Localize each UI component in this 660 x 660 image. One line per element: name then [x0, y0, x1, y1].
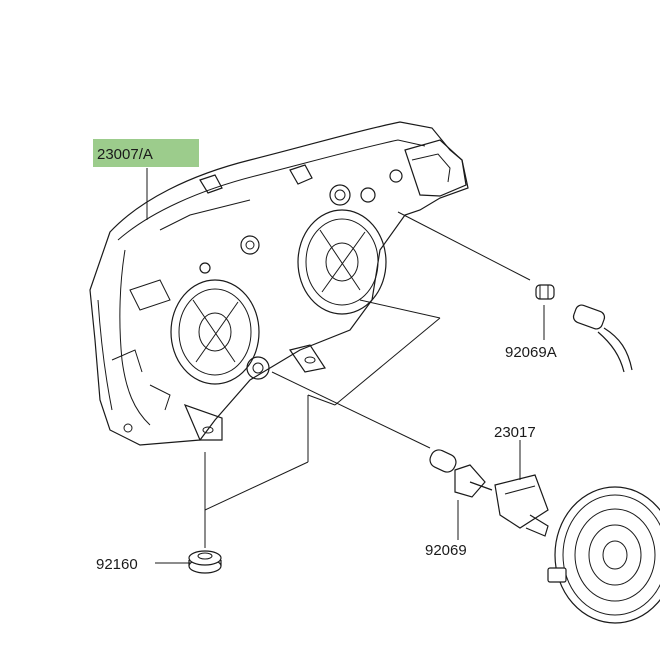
position-bulb: [535, 284, 555, 300]
part-label-23007-a[interactable]: 23007/A: [97, 146, 153, 163]
part-label-92069[interactable]: 92069: [425, 542, 467, 559]
headlight-bulb: [429, 449, 493, 498]
grommet: [188, 550, 222, 574]
part-label-highlight: [93, 139, 199, 167]
part-label-92160[interactable]: 92160: [96, 556, 138, 573]
part-labels: 23007/A 92069A 23017 92069 92160: [93, 139, 557, 573]
leader-lines: [146, 168, 545, 564]
part-label-23017[interactable]: 23017: [494, 424, 536, 441]
lamp-cover: [547, 486, 660, 624]
position-socket: [572, 304, 633, 373]
bulb-socket: [494, 474, 549, 537]
headlight-housing: [89, 121, 469, 446]
part-label-92069a[interactable]: 92069A: [505, 344, 557, 361]
